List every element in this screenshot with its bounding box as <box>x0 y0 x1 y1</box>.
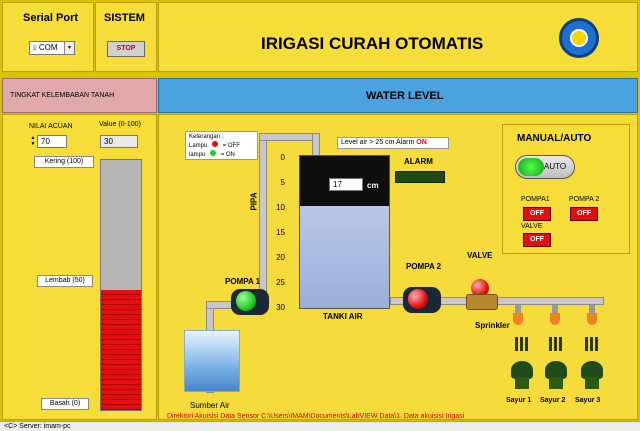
keterangan-legend: Keterangan : Lampu = OFF lampu = ON <box>185 131 258 160</box>
sayur-2-icon <box>545 337 569 397</box>
tank-unit-label: cm <box>367 181 379 190</box>
sistem-title: SISTEM <box>104 12 145 24</box>
sistem-panel: SISTEM STOP <box>95 2 157 72</box>
source-label: Sumber Air <box>190 401 230 410</box>
green-led-icon <box>210 150 217 156</box>
sprinkler-head-1-icon <box>513 305 523 327</box>
pompa1-led <box>236 291 256 311</box>
university-logo-icon <box>559 18 599 58</box>
pompa1-ctrl-button[interactable]: OFF <box>523 207 551 221</box>
alarm-state: ON <box>416 139 427 146</box>
tank-label: TANKI AIR <box>323 312 363 321</box>
page-title: IRIGASI CURAH OTOMATIS <box>261 34 484 53</box>
water-level-band: WATER LEVEL <box>158 78 638 113</box>
valve-ctrl-button[interactable]: OFF <box>523 233 551 247</box>
serial-port-panel: Serial Port ⌸ COM ▾ <box>2 2 94 72</box>
tank-tick-5: 5 <box>280 178 285 187</box>
manual-auto-title: MANUAL/AUTO <box>517 133 592 144</box>
tank-tick-30: 30 <box>276 303 285 312</box>
chevron-down-icon[interactable]: ▾ <box>64 42 74 54</box>
valve-icon <box>462 279 507 312</box>
status-text: <C> Server: imam-pc <box>4 423 71 430</box>
serial-port-title: Serial Port <box>23 12 79 24</box>
pipa-label: PIPA <box>249 192 259 211</box>
soil-moisture-fill <box>101 290 141 410</box>
auto-toggle-indicator <box>518 158 544 176</box>
sprinkler-label: Sprinkler <box>475 321 510 330</box>
valve-label: VALVE <box>467 251 493 260</box>
serial-port-select[interactable]: ⌸ COM ▾ <box>29 41 75 55</box>
sayur-1-label: Sayur 1 <box>506 397 532 404</box>
tank-tick-15: 15 <box>276 228 285 237</box>
pompa1-pump-icon <box>231 289 269 315</box>
sayur-3-icon <box>581 337 605 397</box>
sayur-2-label: Sayur 2 <box>540 397 566 404</box>
pompa2-led <box>408 289 428 309</box>
serial-port-icon: ⌸ <box>33 46 37 52</box>
pompa2-ctrl-label: POMPA 2 <box>569 196 600 203</box>
soil-moisture-band: TINGKAT KELEMBABAN TANAH <box>2 78 157 113</box>
tank-tick-25: 25 <box>276 278 285 287</box>
pompa1-ctrl-label: POMPA1 <box>521 196 550 203</box>
sayur-3-label: Sayur 3 <box>575 397 601 404</box>
keterangan-on-row: lampu = ON <box>189 150 235 158</box>
pompa1-label: POMPA 1 <box>225 277 261 286</box>
valve-led <box>471 279 489 297</box>
sayur-1-icon <box>511 337 535 397</box>
kering-label: Kering (100) <box>34 156 94 168</box>
value-range-label: Value (0-100) <box>99 121 141 128</box>
header-panel: IRIGASI CURAH OTOMATIS <box>158 2 638 72</box>
red-led-icon <box>212 141 219 147</box>
directory-path-text: Direktori Akuisisi Data Sensor C:\Users\… <box>167 413 465 420</box>
tank-tick-20: 20 <box>276 253 285 262</box>
alarm-label: ALARM <box>404 157 433 166</box>
lembab-label: Lembab (50) <box>37 275 93 287</box>
sprinkler-head-2-icon <box>550 305 560 327</box>
pompa2-pump-icon <box>403 287 441 313</box>
soil-value-display: 30 <box>100 135 138 148</box>
sprinkler-head-3-icon <box>587 305 597 327</box>
manual-auto-panel: MANUAL/AUTO AUTO POMPA1 OFF POMPA 2 OFF … <box>502 124 630 254</box>
valve-ctrl-label: VALVE <box>521 223 543 230</box>
tank-scale: 0 5 10 15 20 25 30 <box>271 153 299 313</box>
pipe-top-drop <box>312 133 320 157</box>
tank-tick-0: 0 <box>280 153 285 162</box>
serial-port-value: COM <box>38 43 58 52</box>
tank-water-fill <box>300 205 389 308</box>
soil-moisture-title: TINGKAT KELEMBABAN TANAH <box>10 92 115 99</box>
nilai-acuan-label: NILAI ACUAN <box>29 123 73 130</box>
stop-button[interactable]: STOP <box>107 41 145 57</box>
auto-label: AUTO <box>544 162 567 171</box>
pompa2-label: POMPA 2 <box>406 262 442 271</box>
pompa2-ctrl-button[interactable]: OFF <box>570 207 598 221</box>
water-level-title: WATER LEVEL <box>366 90 444 102</box>
water-source-image <box>184 330 240 392</box>
soil-moisture-bar <box>100 159 142 411</box>
auto-toggle[interactable]: AUTO <box>515 155 575 179</box>
pipe-to-sprinkler <box>434 297 604 305</box>
status-bar: <C> Server: imam-pc <box>0 421 640 431</box>
nilai-acuan-field[interactable]: 70 <box>37 135 67 148</box>
pipe-top <box>259 133 319 141</box>
keterangan-title: Keterangan : <box>189 134 224 140</box>
tank-reading-display: 17 <box>329 178 363 191</box>
basah-label: Basah (0) <box>41 398 89 410</box>
stop-label: STOP <box>116 45 136 52</box>
tank-tick-10: 10 <box>276 203 285 212</box>
keterangan-off-row: Lampu = OFF <box>189 141 240 149</box>
alarm-indicator <box>395 171 445 183</box>
pipe-vertical-left <box>259 133 267 308</box>
alarm-banner: Level air > 25 cm Alarm ON <box>337 137 449 149</box>
soil-panel: NILAI ACUAN ▲▼ 70 Value (0-100) 30 Kerin… <box>2 114 157 420</box>
nilai-acuan-stepper-icon[interactable]: ▲▼ <box>30 135 36 147</box>
